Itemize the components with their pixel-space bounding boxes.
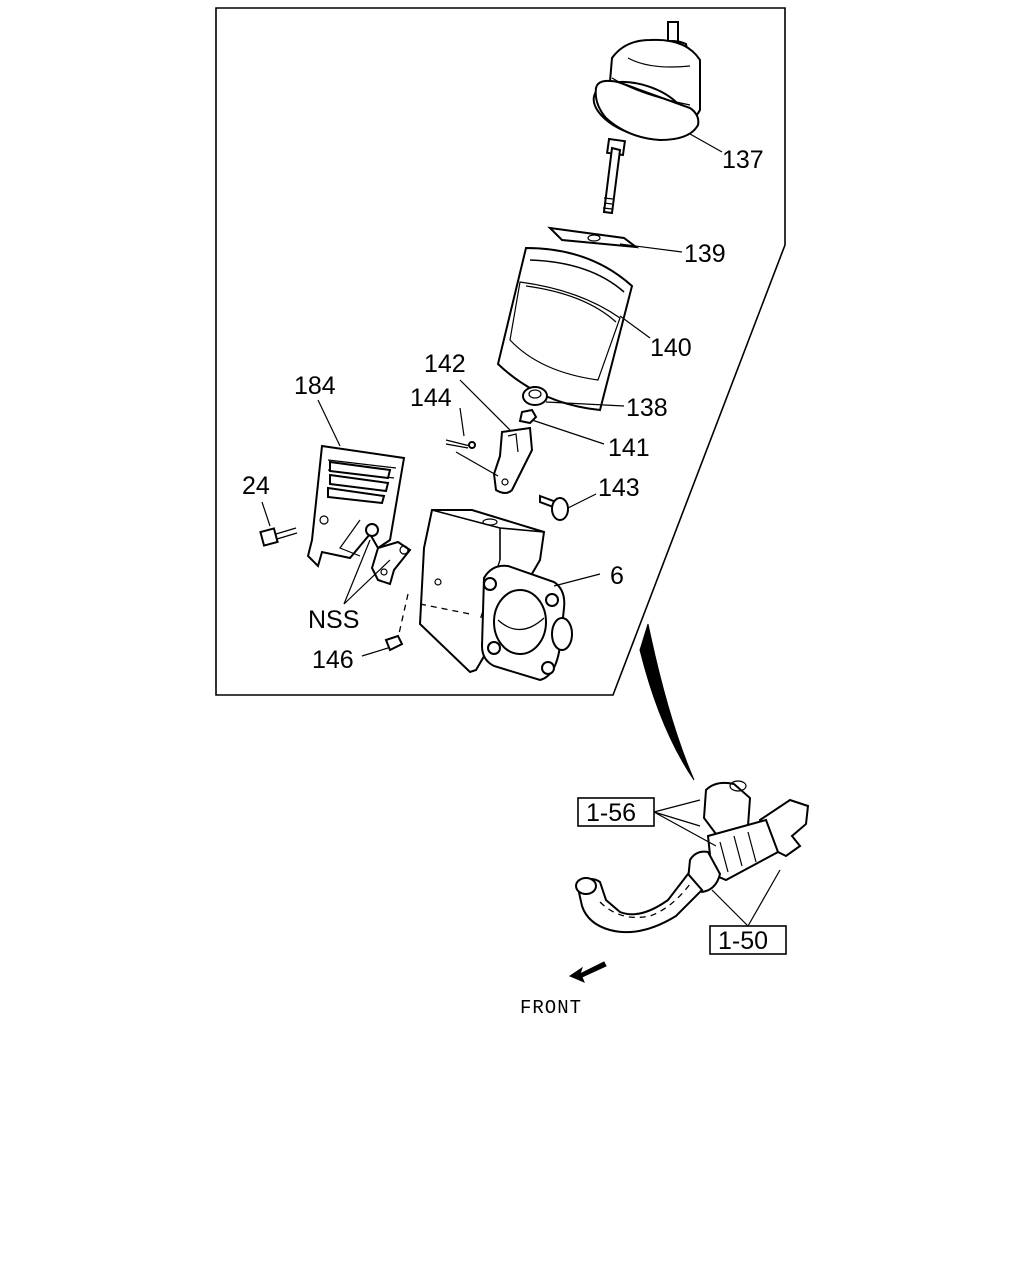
- label-24: 24: [242, 472, 270, 500]
- bolt-24: [259, 527, 298, 547]
- label-6: 6: [610, 562, 624, 590]
- detail-frame: [215, 7, 786, 696]
- leader-lines: [261, 133, 723, 657]
- callout-pointer: [639, 623, 695, 781]
- gasket-139: [547, 226, 640, 249]
- front-arrow-icon: [568, 961, 607, 983]
- label-140: 140: [650, 334, 692, 362]
- label-137: 137: [722, 146, 764, 174]
- label-141: 141: [608, 434, 650, 462]
- cover-140: [496, 246, 634, 412]
- ref-label-1-56: 1-56: [586, 799, 636, 827]
- overview-assembly: [575, 780, 810, 934]
- label-143: 143: [598, 474, 640, 502]
- plate-nss: [365, 523, 412, 586]
- throttle-body-6: [418, 509, 573, 682]
- bolt-143: [539, 494, 569, 521]
- label-138: 138: [626, 394, 668, 422]
- lever-142: [492, 426, 534, 494]
- vacuum-actuator-137: [592, 21, 701, 215]
- label-144: 144: [410, 384, 452, 412]
- pin-144: [445, 439, 476, 449]
- label-146: 146: [312, 646, 354, 674]
- label-184: 184: [294, 372, 336, 400]
- grommet-138: [522, 386, 548, 406]
- part-labels: 137 139 140 142 138 184 144 141 24 143 6…: [242, 146, 764, 674]
- bolt-146: [384, 593, 409, 652]
- label-139: 139: [684, 240, 726, 268]
- label-nss: NSS: [308, 606, 359, 634]
- label-142: 142: [424, 350, 466, 378]
- bracket-184: [306, 444, 406, 568]
- ref-label-1-50: 1-50: [718, 927, 768, 955]
- front-label: FRONT: [520, 997, 582, 1019]
